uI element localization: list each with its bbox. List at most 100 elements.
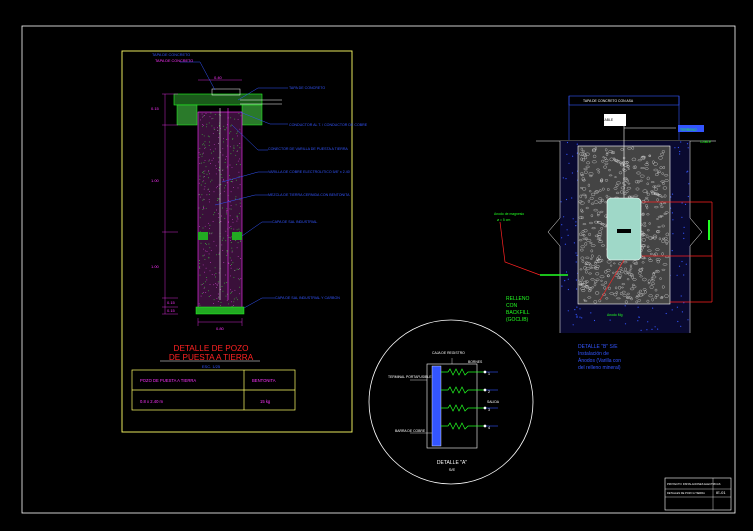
gravel-stone bbox=[588, 172, 594, 176]
soil-speckle bbox=[202, 282, 204, 284]
gravel-stone bbox=[589, 190, 592, 193]
soil-dot bbox=[686, 143, 689, 145]
soil-dot bbox=[683, 302, 685, 304]
gravel-stone bbox=[578, 200, 583, 204]
gravel-stone bbox=[595, 272, 600, 276]
gravel-stone bbox=[601, 159, 605, 163]
anode-red-leaders bbox=[499, 201, 713, 303]
gravel-stone bbox=[607, 188, 610, 191]
soil-speckle bbox=[213, 191, 215, 193]
soil-speckle bbox=[232, 150, 234, 152]
anode-soil-dots bbox=[560, 141, 690, 331]
gravel-stone bbox=[579, 152, 584, 156]
gravel-stone bbox=[661, 172, 664, 175]
soil-dot bbox=[579, 316, 581, 318]
gravel-stone bbox=[648, 154, 651, 157]
gravel-stone bbox=[596, 238, 601, 240]
soil-dot bbox=[684, 203, 687, 205]
soil-speckle bbox=[222, 148, 224, 150]
gravel-stone bbox=[596, 168, 600, 171]
gravel-stone bbox=[660, 201, 664, 205]
pozo-table-cell-2: 15 kg bbox=[260, 399, 271, 404]
pozo-sheet-border bbox=[121, 50, 353, 433]
gravel-stone bbox=[665, 232, 669, 237]
gravel-stone bbox=[625, 179, 629, 183]
gravel-stone bbox=[596, 235, 602, 238]
gravel-stone bbox=[656, 184, 661, 187]
gravel-stone bbox=[661, 224, 665, 228]
soil-speckle bbox=[239, 164, 241, 166]
soil-dot bbox=[671, 250, 673, 252]
gravel-stone bbox=[580, 256, 585, 260]
soil-speckle bbox=[203, 152, 205, 154]
soil-speckle bbox=[223, 138, 225, 140]
soil-speckle bbox=[230, 180, 232, 182]
soil-speckle bbox=[226, 213, 228, 215]
soil-speckle bbox=[239, 202, 241, 204]
gravel-stone bbox=[578, 279, 583, 282]
soil-speckle bbox=[236, 132, 238, 134]
soil-dot bbox=[561, 285, 563, 287]
gravel-stone bbox=[582, 223, 587, 225]
gravel-stone bbox=[655, 294, 660, 297]
gravel-stone bbox=[597, 255, 601, 259]
soil-speckle bbox=[238, 269, 240, 270]
soil-speckle bbox=[209, 228, 211, 230]
soil-speckle bbox=[238, 175, 240, 177]
soil-dot bbox=[677, 146, 680, 149]
resistor-symbol bbox=[441, 404, 484, 412]
pozo-dim-bottom-2: 0.15 bbox=[167, 308, 176, 313]
gravel-stone bbox=[585, 270, 588, 274]
soil-speckle bbox=[208, 296, 210, 297]
gravel-stone bbox=[659, 166, 663, 170]
soil-dot bbox=[571, 172, 574, 174]
gravel-stone bbox=[644, 163, 649, 166]
gravel-stone bbox=[619, 267, 623, 270]
gravel-stone bbox=[601, 199, 604, 202]
gravel-stone bbox=[610, 264, 613, 267]
gravel-stone bbox=[588, 272, 592, 275]
soil-speckle bbox=[213, 214, 215, 216]
soil-speckle bbox=[203, 161, 205, 163]
pozo-cover-slab bbox=[173, 93, 263, 106]
gravel-stone bbox=[660, 180, 665, 183]
soil-speckle bbox=[224, 187, 226, 189]
gravel-stone bbox=[620, 148, 624, 151]
soil-speckle bbox=[222, 250, 224, 252]
soil-speckle bbox=[215, 173, 217, 175]
soil-speckle bbox=[221, 244, 223, 246]
soil-speckle bbox=[226, 211, 228, 213]
soil-speckle bbox=[237, 278, 239, 280]
pozo-top-note-2: TAPA DE CONCRETO bbox=[155, 59, 193, 63]
soil-dot bbox=[685, 263, 687, 265]
gravel-stone bbox=[597, 170, 600, 174]
soil-speckle bbox=[231, 251, 233, 253]
soil-speckle bbox=[208, 253, 210, 255]
soil-speckle bbox=[208, 136, 210, 138]
soil-speckle bbox=[218, 132, 220, 134]
soil-speckle bbox=[228, 174, 230, 176]
soil-speckle bbox=[217, 129, 218, 131]
gravel-stone bbox=[583, 167, 588, 170]
soil-speckle bbox=[218, 296, 220, 298]
soil-dot bbox=[672, 219, 674, 221]
gravel-stone bbox=[600, 244, 606, 247]
soil-speckle bbox=[204, 144, 206, 146]
soil-speckle bbox=[217, 293, 219, 295]
soil-speckle bbox=[199, 304, 201, 306]
gravel-stone bbox=[581, 260, 585, 263]
soil-speckle bbox=[200, 119, 202, 121]
soil-speckle bbox=[225, 295, 227, 297]
pozo-salt-layer-right bbox=[232, 232, 242, 240]
soil-speckle bbox=[202, 292, 204, 294]
gravel-stone bbox=[594, 220, 599, 224]
soil-speckle bbox=[230, 191, 232, 193]
gravel-stone bbox=[623, 271, 629, 275]
soil-speckle bbox=[199, 265, 201, 267]
soil-speckle bbox=[231, 305, 233, 307]
soil-speckle bbox=[209, 141, 210, 143]
pozo-table-header-1: POZO DE PUESTA A TIERRA bbox=[140, 378, 196, 383]
soil-speckle bbox=[204, 115, 206, 116]
soil-speckle bbox=[239, 147, 241, 149]
gravel-stone bbox=[590, 258, 593, 260]
